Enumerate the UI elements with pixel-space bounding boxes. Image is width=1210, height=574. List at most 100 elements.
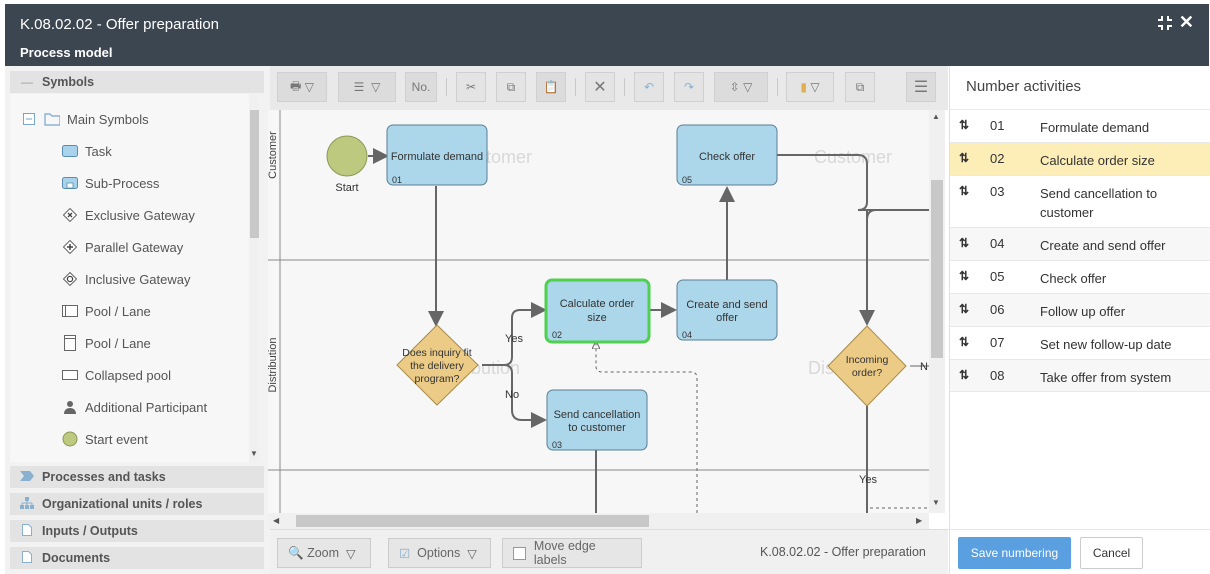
toolbar-separator	[777, 78, 778, 96]
edge-label-yes[interactable]: Yes	[859, 474, 877, 486]
reorder-icon[interactable]: ⇅	[959, 151, 970, 165]
symbols-section-header[interactable]: —Symbols	[10, 71, 264, 93]
reorder-icon[interactable]: ⇅	[959, 118, 970, 132]
magnifier-icon: 🔍	[288, 545, 304, 560]
close-icon[interactable]: ✕	[1178, 12, 1194, 32]
checkbox[interactable]	[513, 546, 526, 560]
processes-section-header[interactable]: Processes and tasks	[10, 466, 264, 488]
options-button[interactable]: ☑ Options ▽	[388, 538, 491, 568]
symbol-pool-lane-vertical[interactable]: Pool / Lane	[62, 333, 151, 353]
gateway-incoming-order[interactable]: Incoming order?	[827, 325, 907, 407]
edge-label-yes[interactable]: Yes	[505, 333, 523, 345]
scroll-thumb[interactable]	[931, 180, 943, 358]
scroll-right-icon[interactable]: ▶	[916, 516, 923, 525]
symbol-collapsed-pool[interactable]: Collapsed pool	[62, 365, 171, 385]
canvas-vertical-scrollbar[interactable]: ▲ ▼	[929, 110, 945, 513]
flow-edge[interactable]	[777, 154, 877, 326]
symbol-inclusive-gateway[interactable]: Inclusive Gateway	[62, 269, 191, 289]
symbol-subprocess[interactable]: Sub-Process	[62, 173, 159, 193]
cancel-button[interactable]: Cancel	[1080, 537, 1143, 569]
org-units-section-header[interactable]: Organizational units / roles	[10, 493, 264, 515]
symbol-additional-participant[interactable]: Additional Participant	[62, 397, 207, 417]
redo-icon: ↷	[683, 80, 695, 94]
number-button[interactable]: No.	[405, 72, 437, 102]
delete-x-icon: ✕	[593, 79, 607, 96]
more-menu-button[interactable]: ☰	[906, 72, 936, 102]
task-label: Calculate order	[560, 298, 635, 310]
start-event[interactable]	[326, 135, 368, 177]
task-send-cancellation[interactable]: Send cancellation to customer 03	[546, 389, 648, 451]
main-symbols-label: Main Symbols	[67, 111, 149, 127]
collapse-tree-icon[interactable]	[21, 112, 37, 126]
canvas-horizontal-scrollbar[interactable]: ◀ ▶	[268, 513, 929, 529]
paste-button[interactable]: 📋	[536, 72, 566, 102]
reorder-icon[interactable]: ⇅	[959, 269, 970, 283]
copy-button[interactable]: ⧉	[496, 72, 526, 102]
symbol-list: Main Symbols Task Sub-Process Exclusive …	[10, 94, 249, 462]
align-button[interactable]: ☰ ▽	[338, 72, 396, 102]
task-calculate-order-size[interactable]: Calculate order size 02	[544, 278, 651, 344]
move-edge-labels-toggle[interactable]: Move edge labels	[502, 538, 642, 568]
reorder-icon[interactable]: ⇅	[959, 335, 970, 349]
reorder-icon[interactable]: ⇅	[959, 302, 970, 316]
start-label: Start	[335, 182, 358, 194]
gateway-inquiry-fit[interactable]: Does inquiry fit the delivery program?	[396, 324, 479, 406]
reorder-icon[interactable]: ⇅	[959, 368, 970, 382]
symbol-start-event[interactable]: Start event	[62, 429, 148, 449]
symbol-exclusive-gateway[interactable]: Exclusive Gateway	[62, 205, 195, 225]
lane-label-customer: Customer	[268, 131, 279, 179]
collapse-icon[interactable]	[1157, 15, 1173, 31]
scroll-thumb[interactable]	[296, 515, 649, 527]
flow-edge-no[interactable]	[503, 364, 547, 428]
toolbar-separator	[624, 78, 625, 96]
redo-button[interactable]: ↷	[674, 72, 704, 102]
reorder-icon[interactable]: ⇅	[959, 236, 970, 250]
color-button[interactable]: ▮ ▽	[786, 72, 834, 102]
task-number: 03	[552, 440, 562, 450]
documents-section-header[interactable]: Documents	[10, 547, 264, 569]
task-number: 04	[682, 330, 692, 340]
scroll-left-icon[interactable]: ◀	[273, 516, 280, 525]
task-formulate-demand[interactable]: Formulate demand 01	[386, 124, 488, 186]
delete-button[interactable]: ✕	[585, 72, 615, 102]
inputs-outputs-section-header[interactable]: Inputs / Outputs	[10, 520, 264, 542]
group-button[interactable]: ⧉	[845, 72, 875, 102]
main-symbols-folder[interactable]: Main Symbols	[21, 109, 149, 129]
lane-label-distribution: Distribution	[268, 337, 279, 392]
diagram-canvas[interactable]: Customer Distribution Customer Customer …	[268, 110, 929, 513]
diagram-toolbar: 🖶 ▽ ☰ ▽ No. ✂ ⧉ 📋 ✕ ↶ ↷ ⇳ ▽ ▮ ▽ ⧉ ☰	[270, 66, 948, 110]
layout-icon: ⇳	[729, 80, 740, 94]
task-check-offer[interactable]: Check offer 05	[676, 124, 778, 186]
zoom-button[interactable]: 🔍 Zoom ▽	[277, 538, 371, 568]
reorder-icon[interactable]: ⇅	[959, 184, 970, 198]
print-button[interactable]: 🖶 ▽	[277, 72, 327, 102]
task-create-and-send-offer[interactable]: Create and send offer 04	[676, 279, 778, 341]
activity-number: 01	[990, 118, 1005, 133]
edge-label-no[interactable]: No	[505, 389, 519, 401]
layout-button[interactable]: ⇳ ▽	[714, 72, 768, 102]
scroll-up-icon[interactable]: ▲	[932, 112, 940, 121]
save-numbering-button[interactable]: Save numbering	[958, 537, 1071, 569]
symbol-task[interactable]: Task	[62, 141, 112, 161]
message-flow-edge[interactable]	[596, 342, 698, 513]
scroll-down-icon[interactable]: ▼	[932, 498, 940, 507]
scroll-thumb[interactable]	[250, 110, 259, 238]
flow-edge[interactable]	[866, 209, 929, 218]
chevron-down-icon: ▽	[467, 546, 477, 561]
edge-label-no[interactable]: N	[920, 361, 928, 373]
palette-scrollbar[interactable]: ▼	[249, 94, 259, 462]
symbol-parallel-gateway[interactable]: Parallel Gateway	[62, 237, 183, 257]
symbol-pool-lane-horizontal[interactable]: Pool / Lane	[62, 301, 151, 321]
undo-button[interactable]: ↶	[634, 72, 664, 102]
scroll-down-icon[interactable]: ▼	[250, 449, 258, 458]
symbol-label: Parallel Gateway	[85, 239, 184, 255]
cut-button[interactable]: ✂	[456, 72, 486, 102]
